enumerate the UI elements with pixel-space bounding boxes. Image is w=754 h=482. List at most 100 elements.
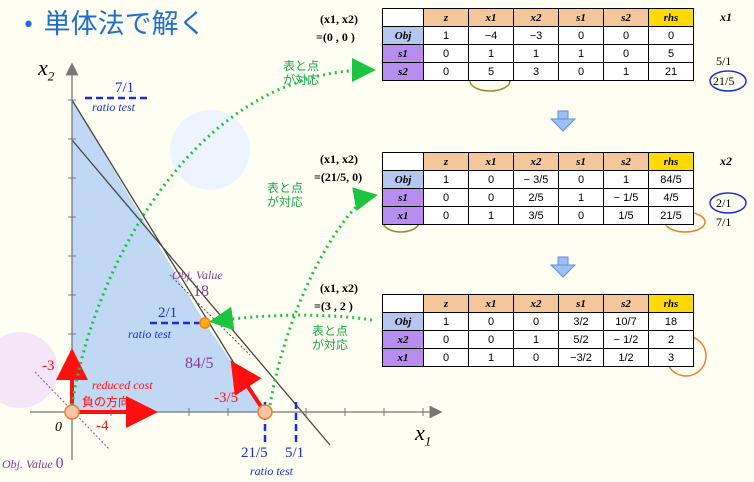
table-cell: 0 xyxy=(468,188,514,207)
reduced-cost-label: reduced cost xyxy=(92,378,153,392)
table-cell: 0 xyxy=(558,206,604,225)
x-axis-label: x1 xyxy=(415,420,431,449)
title: • 単体法で解く xyxy=(22,2,206,41)
table-cell: − 1/2 xyxy=(603,330,649,349)
table-cell: 0 xyxy=(468,170,514,189)
table-cell: 0 xyxy=(423,206,469,225)
correspond-arrow-2 xyxy=(268,187,378,406)
table-cell: 0 xyxy=(558,26,604,45)
table-row: Obj 1 0 − 3/5 0 1 84/5 xyxy=(382,170,694,189)
table-cell: 84/5 xyxy=(648,170,694,189)
obj-value-bottom-label: Obj. Value xyxy=(2,457,53,471)
tableau-3-header: z x1 x2 s1 s2 rhs xyxy=(382,294,694,313)
header-cell: z xyxy=(423,8,469,27)
tableau-2-header: z x1 x2 s1 s2 rhs xyxy=(382,152,694,171)
correspond-line-1b: が対応 xyxy=(283,73,320,87)
header-cell: z xyxy=(423,152,469,171)
point-label-2-text: (x1, x2) xyxy=(320,152,358,166)
origin-label: 0 xyxy=(55,420,62,435)
table-row: x2 0 0 1 5/2 − 1/2 2 xyxy=(382,330,694,349)
header-cell xyxy=(382,294,424,313)
ratio-test-bottom-value1: 21/5 xyxy=(241,445,268,461)
row-name: s1 xyxy=(382,188,424,207)
header-cell: s1 xyxy=(558,152,604,171)
vertex-3-2 xyxy=(199,317,211,329)
side-value: 7/1 xyxy=(716,215,732,229)
table-cell: 1 xyxy=(513,330,559,349)
vertex-21-5-0 xyxy=(257,404,273,420)
reduced-cost-arrow-diag xyxy=(230,360,264,410)
table-cell: 1 xyxy=(558,44,604,63)
table-cell: 0 xyxy=(603,26,649,45)
ratio-test-mid-label: ratio test xyxy=(128,327,172,341)
table-cell: 5/2 xyxy=(558,330,604,349)
table-cell: 1/5 xyxy=(603,206,649,225)
correspond-line-2a: 表と点 xyxy=(267,181,304,195)
header-cell: rhs xyxy=(648,152,694,171)
table-cell: 21/5 xyxy=(648,206,694,225)
table-cell: 0 xyxy=(423,348,469,367)
header-cell: s2 xyxy=(603,8,649,27)
feasible-region xyxy=(72,100,266,412)
point-label-1: (x1, x2) xyxy=(320,12,358,27)
header-cell: s1 xyxy=(558,8,604,27)
y-axis-letter: x xyxy=(38,55,48,80)
row-name: x2 xyxy=(382,330,424,349)
table-cell: 0 xyxy=(558,62,604,81)
header-cell xyxy=(382,8,424,27)
correspond-line-1a: 表と点 xyxy=(283,59,320,73)
table-row: s1 0 0 2/5 1 − 1/5 4/5 xyxy=(382,188,694,207)
table-cell: 10/7 xyxy=(603,312,649,331)
row-name: s1 xyxy=(382,44,424,63)
table-cell: 0 xyxy=(423,62,469,81)
table-cell: 4/5 xyxy=(648,188,694,207)
side-header-2: x2 xyxy=(720,154,732,168)
table-cell: 1 xyxy=(603,62,649,81)
header-cell xyxy=(382,152,424,171)
header-cell: s2 xyxy=(603,294,649,313)
table-cell: 0 xyxy=(468,330,514,349)
title-bullet: • xyxy=(22,13,35,38)
y-axis-label: x2 xyxy=(38,55,54,84)
header-cell: rhs xyxy=(648,294,694,313)
header-cell: x1 xyxy=(468,294,514,313)
decor-circle xyxy=(0,332,58,408)
header-cell: x1 xyxy=(468,152,514,171)
table-cell: 1 xyxy=(423,26,469,45)
table-cell: 2/5 xyxy=(513,188,559,207)
header-cell: x2 xyxy=(513,294,559,313)
point-label-3-text: (x1, x2) xyxy=(320,281,358,295)
table-cell: 0 xyxy=(423,188,469,207)
table-cell: 1 xyxy=(423,170,469,189)
arrow-value-minus3-5: -3/5 xyxy=(214,390,239,406)
header-cell: x1 xyxy=(468,8,514,27)
table-cell: 1 xyxy=(513,44,559,63)
title-text: 単体法で解く xyxy=(43,9,206,40)
ratio-test-bottom-value2: 5/1 xyxy=(285,445,305,461)
table-cell: 1 xyxy=(423,312,469,331)
table-row: s1 0 1 1 1 0 5 xyxy=(382,44,694,63)
arrow-value-minus4: -4 xyxy=(96,418,109,434)
table-cell: 1 xyxy=(468,44,514,63)
arrow-value-minus3: -3 xyxy=(42,358,55,374)
x-axis-sub: 1 xyxy=(424,433,432,449)
table-cell: 0 xyxy=(558,170,604,189)
table-cell: 1 xyxy=(558,188,604,207)
point-value-1: =(0 , 0 ) xyxy=(316,30,355,44)
side-value: 2/1 xyxy=(716,196,732,210)
ratio-test-top-value: 7/1 xyxy=(115,80,135,96)
obj-value-top-value: 18 xyxy=(193,283,209,300)
table-row: x1 0 1 3/5 0 1/5 21/5 xyxy=(382,206,694,225)
table-cell: 3 xyxy=(648,348,694,367)
table-row: s2 0 5 3 0 1 21 xyxy=(382,62,694,81)
row-name: x1 xyxy=(382,206,424,225)
table-cell: 1 xyxy=(468,206,514,225)
header-cell: rhs xyxy=(648,8,694,27)
side-value: 21/5 xyxy=(713,74,735,88)
table-cell: 1/2 xyxy=(603,348,649,367)
header-cell: z xyxy=(423,294,469,313)
table-cell: 0 xyxy=(423,330,469,349)
table-row: Obj 1 0 0 3/2 10/7 18 xyxy=(382,312,694,331)
